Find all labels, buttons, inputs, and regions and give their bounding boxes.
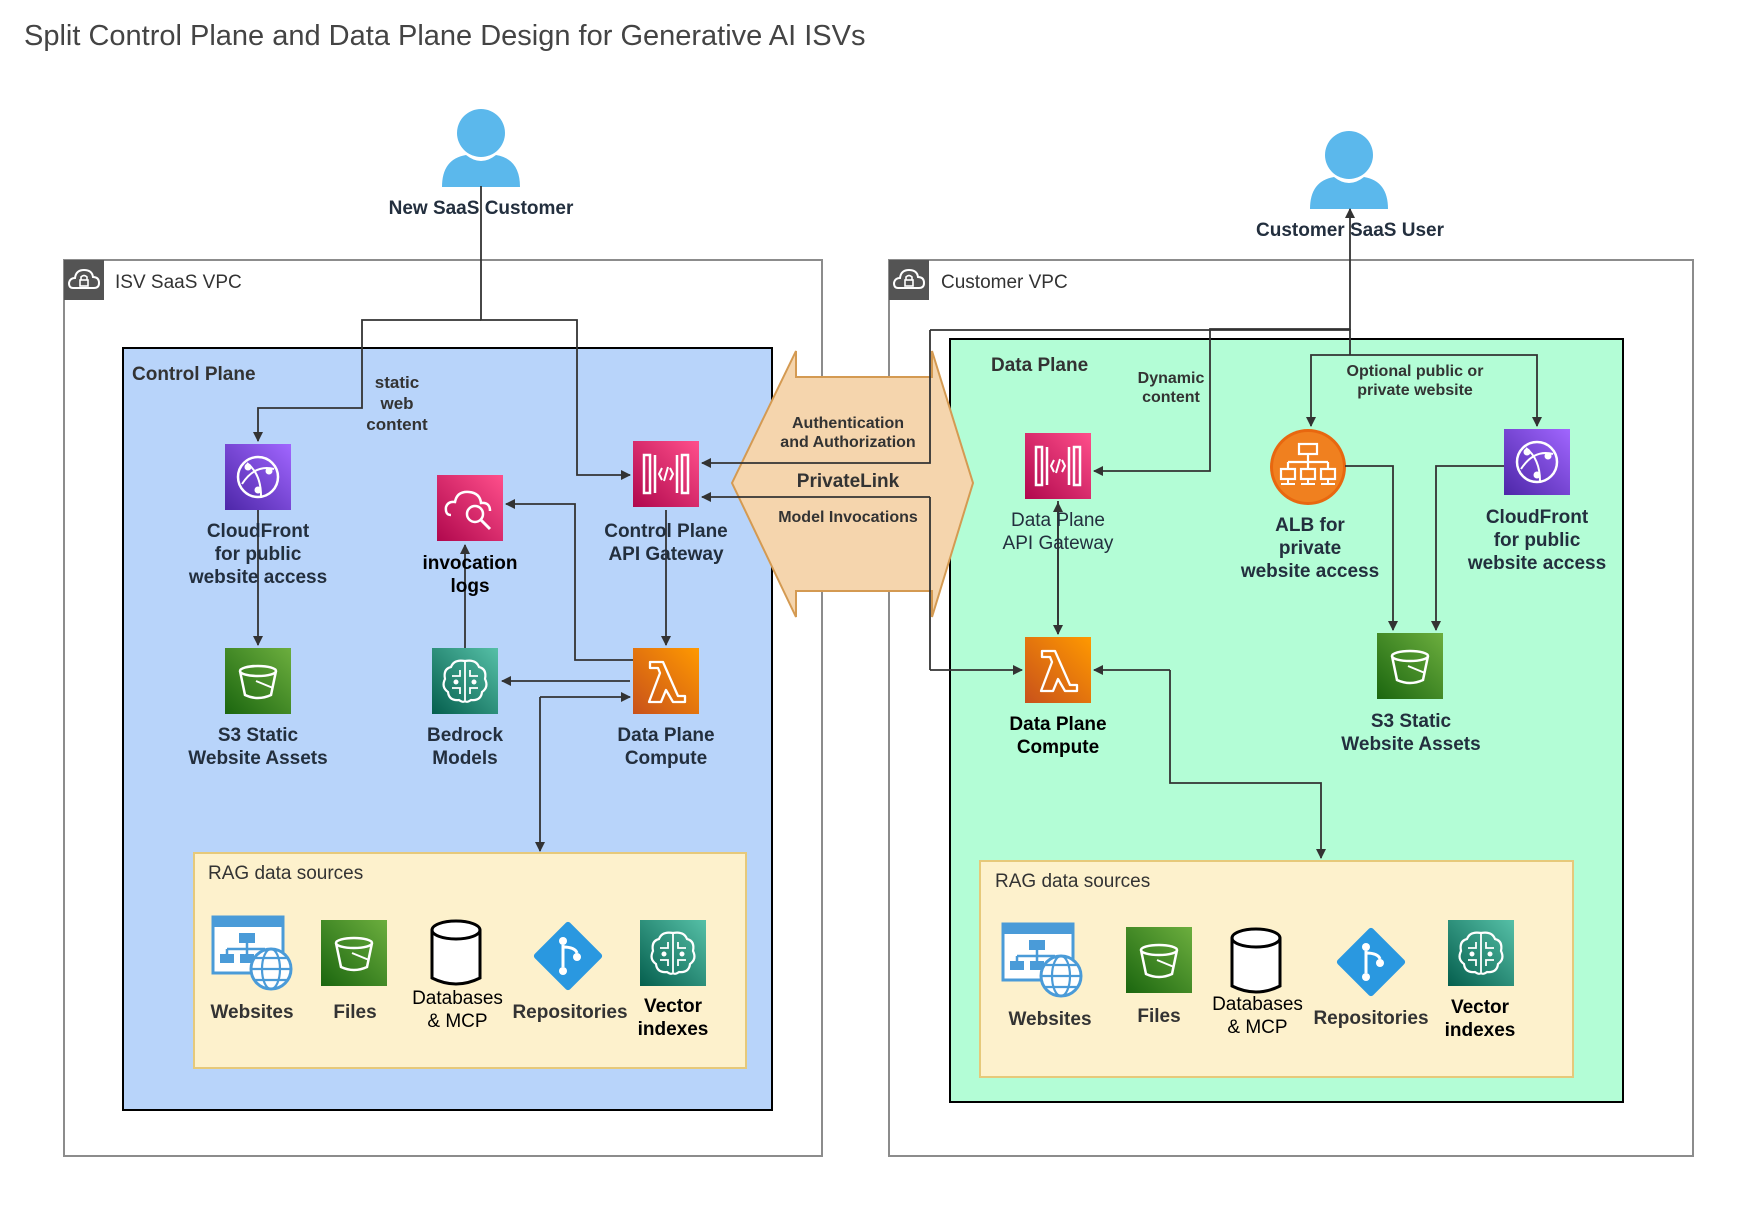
optional-website-label: Optional public or private website: [1346, 363, 1484, 399]
files-bucket-icon: [319, 918, 389, 988]
isv-vpc-label: ISV SaaS VPC: [115, 272, 242, 293]
alb-label: ALB for private website access: [1240, 515, 1380, 582]
files-right-bucket-icon: [1124, 925, 1194, 995]
rag-websites-label: Websites: [210, 1002, 294, 1023]
control-plane-connectors: [253, 186, 931, 852]
rag-files-label: Files: [333, 1002, 377, 1023]
rag-files-right-label: Files: [1137, 1006, 1181, 1027]
rag-databases-label: Databases & MCP: [412, 988, 503, 1032]
rag-vector-indexes-right-label: Vector indexes: [1444, 997, 1516, 1041]
rag-vector-indexes-label: Vector indexes: [637, 996, 709, 1040]
bedrock-models-label: Bedrock Models: [426, 725, 504, 769]
cloudfront-label: CloudFront for public website access: [188, 521, 328, 588]
dynamic-content-label: Dynamic content: [1137, 370, 1205, 406]
saas-user-label: Customer SaaS User: [1256, 220, 1444, 241]
rag-title-left: RAG data sources: [208, 863, 364, 884]
invocation-logs-icon: [435, 473, 505, 543]
vector-index-right-icon: [1446, 918, 1516, 988]
auth-label: Authentication and Authorization: [780, 415, 916, 451]
s3-right-assets-label: S3 Static Website Assets: [1341, 711, 1481, 755]
new-customer-user-icon: [442, 109, 520, 187]
page-title: Split Control Plane and Data Plane Desig…: [24, 20, 866, 52]
cloudfront-right-label: CloudFront for public website access: [1467, 507, 1607, 574]
data-plane-compute-label: Data Plane Compute: [1009, 714, 1107, 758]
s3-bucket-icon: [223, 646, 293, 716]
data-plane-lambda-icon: [1023, 635, 1093, 705]
control-plane-api-gateway-label: Control Plane API Gateway: [604, 521, 728, 565]
lambda-compute-icon: [631, 646, 701, 716]
data-plane-api-gateway-icon: [1023, 431, 1093, 501]
control-plane-compute-label: Data Plane Compute: [617, 725, 715, 769]
model-invocations-label: Model Invocations: [778, 509, 918, 526]
privatelink-label: PrivateLink: [796, 471, 900, 492]
rag-repositories-label: Repositories: [512, 1002, 628, 1023]
database-right-icon: [1230, 927, 1282, 994]
new-customer-label: New SaaS Customer: [388, 198, 574, 219]
s3-assets-label: S3 Static Website Assets: [188, 725, 328, 769]
cloudfront-right-icon: [1502, 427, 1572, 497]
rag-title-right: RAG data sources: [995, 871, 1151, 892]
vector-index-icon: [638, 918, 708, 988]
rag-databases-right-label: Databases & MCP: [1212, 994, 1303, 1038]
invocation-logs-label: invocation logs: [422, 553, 518, 597]
isv-vpc-icon: [63, 259, 105, 301]
privatelink-connector: [730, 350, 975, 618]
cloudfront-icon: [223, 442, 293, 512]
alb-icon: [1268, 427, 1348, 507]
rag-repositories-right-label: Repositories: [1313, 1008, 1429, 1029]
control-plane-label: Control Plane: [132, 364, 256, 385]
bedrock-models-icon: [430, 646, 500, 716]
data-plane-label: Data Plane: [991, 355, 1089, 376]
data-plane-api-gateway-label: Data Plane API Gateway: [1002, 510, 1114, 554]
saas-user-icon: [1310, 131, 1388, 209]
s3-right-bucket-icon: [1375, 631, 1445, 701]
static-web-content-label: static web content: [366, 373, 428, 434]
api-gateway-icon: [631, 439, 701, 509]
customer-vpc-label: Customer VPC: [941, 272, 1068, 293]
data-plane-connectors: [929, 208, 1542, 859]
customer-vpc-icon: [888, 259, 930, 301]
rag-websites-right-label: Websites: [1008, 1009, 1092, 1030]
database-icon: [430, 919, 482, 986]
